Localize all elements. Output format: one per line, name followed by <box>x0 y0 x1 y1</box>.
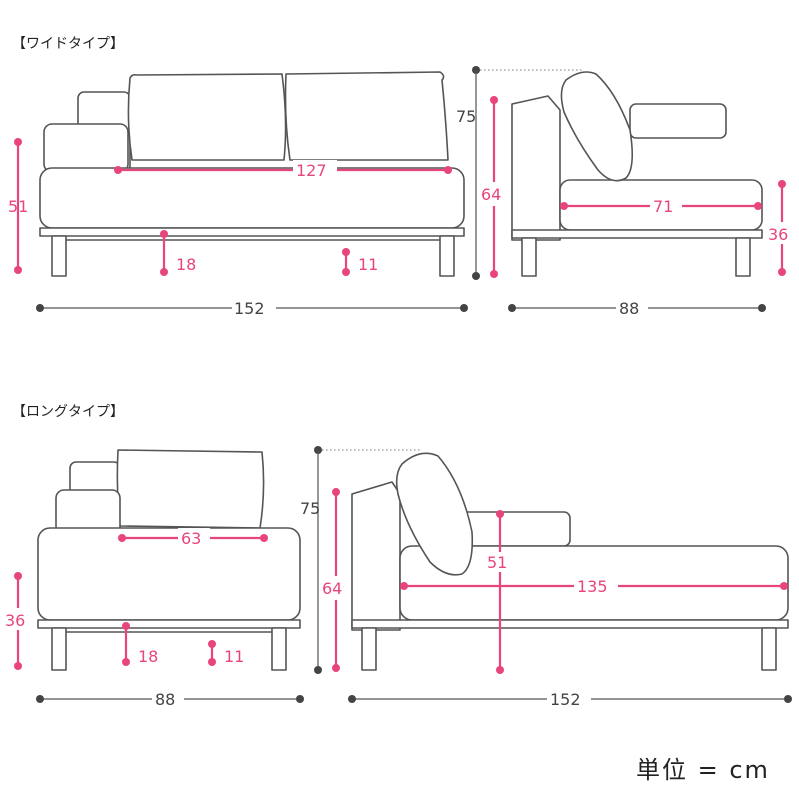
long-seat-depth-label: 135 <box>577 577 608 596</box>
long-type-title: 【ロングタイプ】 <box>12 404 124 420</box>
long-total-depth-label: 152 <box>550 690 581 709</box>
wide-arm-height-label: 36 <box>768 225 788 244</box>
long-seat-width-label: 63 <box>181 529 201 548</box>
wide-leg-left-label: 18 <box>176 255 196 274</box>
long-side-view <box>351 452 789 671</box>
wide-side-dimensions: 75 64 71 36 88 <box>456 66 795 318</box>
long-back-height-label: 64 <box>322 579 342 598</box>
wide-type-title: 【ワイドタイプ】 <box>12 36 124 52</box>
wide-leg-right-label: 11 <box>358 255 378 274</box>
long-total-height-label: 75 <box>300 499 320 518</box>
wide-front-dimensions: 51 127 18 11 152 <box>8 138 468 318</box>
wide-total-height-label: 75 <box>456 107 476 126</box>
long-total-width-label: 88 <box>155 690 175 709</box>
long-front-dimensions: 36 63 18 11 88 <box>4 528 304 709</box>
wide-total-depth-label: 88 <box>619 299 639 318</box>
wide-back-height-label: 64 <box>481 185 501 204</box>
long-seat-height-label: 51 <box>487 553 507 572</box>
wide-seat-depth-label: 71 <box>653 197 673 216</box>
wide-total-width-label: 152 <box>234 299 265 318</box>
long-leg-left-label: 18 <box>138 647 158 666</box>
wide-side-view <box>511 71 763 277</box>
long-side-dimensions: 75 64 51 135 152 <box>300 446 792 709</box>
wide-seat-height-label: 51 <box>8 197 28 216</box>
long-leg-right-label: 11 <box>224 647 244 666</box>
long-arm-height-label: 36 <box>5 611 25 630</box>
wide-seat-width-label: 127 <box>296 161 327 180</box>
long-front-view <box>37 449 301 671</box>
wide-front-view <box>39 71 465 277</box>
unit-label: 単位 = cm <box>636 756 770 784</box>
